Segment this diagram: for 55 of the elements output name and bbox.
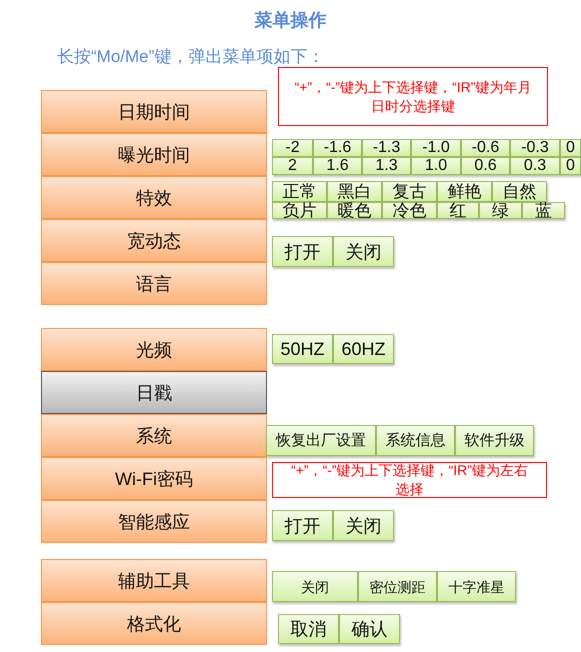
title: 菜单操作 bbox=[254, 9, 328, 32]
option-cell: -1.0 bbox=[411, 139, 461, 157]
menu-item-selected: 日戳 bbox=[41, 371, 267, 414]
option-cell: 2 bbox=[272, 157, 313, 175]
option-cell: 0 bbox=[560, 157, 581, 175]
note-box: “+”，“-”键为上下选择键，“IR”键为左右选择 bbox=[272, 462, 547, 498]
menu-item: 曝光时间 bbox=[41, 133, 267, 176]
menu-item: 宽动态 bbox=[41, 219, 267, 262]
menu-item: 光频 bbox=[41, 328, 267, 371]
option-cell: -1.3 bbox=[362, 139, 411, 157]
option-cell: 复古 bbox=[382, 181, 437, 202]
option-cell: 50HZ bbox=[272, 334, 333, 364]
option-cell: 打开 bbox=[272, 236, 333, 267]
option-cell: 软件升级 bbox=[455, 425, 534, 456]
option-cell: 确认 bbox=[339, 614, 400, 644]
option-cell: 关闭 bbox=[272, 571, 358, 602]
option-cell: 1.0 bbox=[411, 157, 461, 175]
menu-item: Wi-Fi密码 bbox=[41, 457, 267, 500]
option-cell: 1.6 bbox=[313, 157, 362, 175]
menu-item: 辅助工具 bbox=[41, 559, 267, 602]
option-cell: 取消 bbox=[278, 614, 339, 644]
option-cell: 打开 bbox=[272, 510, 333, 541]
option-cell: -1.6 bbox=[313, 139, 362, 157]
option-cell: -0.6 bbox=[461, 139, 510, 157]
instruction-text: 长按“Mo/Me”键，弹出菜单项如下： bbox=[57, 46, 324, 68]
note-box: “+”，“-”键为上下选择键，“IR”键为年月日时分选择键 bbox=[278, 67, 548, 126]
option-cell: -2 bbox=[272, 139, 313, 157]
menu-item: 格式化 bbox=[41, 602, 267, 645]
option-cell: 蓝 bbox=[522, 202, 565, 219]
menu-item: 日期时间 bbox=[41, 90, 267, 133]
menu-item: 语言 bbox=[41, 262, 267, 305]
menu-item: 系统 bbox=[41, 414, 267, 457]
option-cell: 0.3 bbox=[510, 157, 560, 175]
option-cell: 黑白 bbox=[327, 181, 382, 202]
option-cell: 绿 bbox=[479, 202, 522, 219]
option-cell: 0 bbox=[560, 139, 581, 157]
menu-item: 智能感应 bbox=[41, 500, 267, 543]
option-cell: 60HZ bbox=[333, 334, 394, 364]
option-cell: 暖色 bbox=[327, 202, 382, 219]
option-cell: 1.3 bbox=[362, 157, 411, 175]
option-cell: 红 bbox=[437, 202, 479, 219]
option-cell: 0.6 bbox=[461, 157, 510, 175]
menu-item: 特效 bbox=[41, 176, 267, 219]
option-cell: 恢复出厂设置 bbox=[266, 425, 376, 456]
option-cell: 负片 bbox=[272, 202, 327, 219]
option-cell: 冷色 bbox=[382, 202, 437, 219]
option-cell: 正常 bbox=[272, 181, 327, 202]
option-cell: 关闭 bbox=[333, 236, 394, 267]
option-cell: 系统信息 bbox=[376, 425, 455, 456]
option-cell: 十字准星 bbox=[437, 571, 516, 602]
option-cell: 密位测距 bbox=[358, 571, 437, 602]
option-cell: 鲜艳 bbox=[437, 181, 492, 202]
option-cell: -0.3 bbox=[510, 139, 560, 157]
option-cell: 关闭 bbox=[333, 510, 394, 541]
option-cell: 自然 bbox=[492, 181, 547, 202]
